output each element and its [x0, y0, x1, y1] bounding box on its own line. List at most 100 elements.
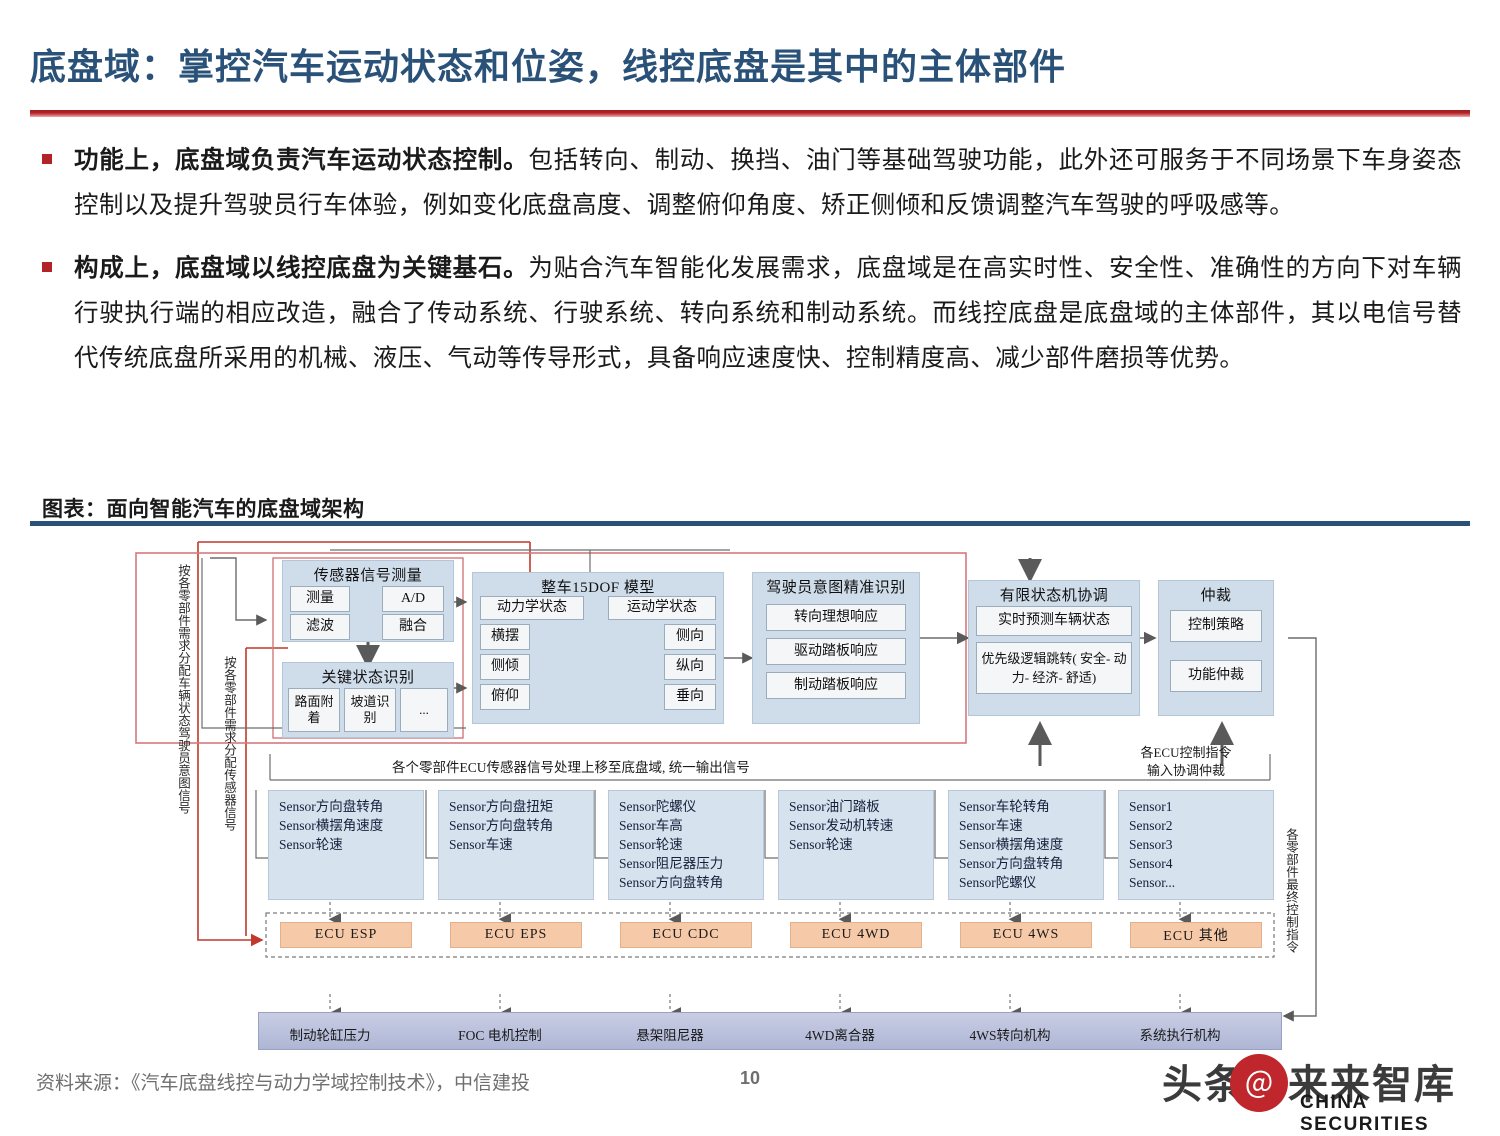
cell-fusion: 融合: [382, 614, 444, 640]
panel-title: 有限状态机协调: [999, 588, 1109, 604]
right-note-line2: 输入协调仲裁: [1146, 763, 1225, 778]
page-number: 10: [739, 1068, 761, 1088]
cell-brake-pedal-response: 制动踏板响应: [766, 672, 906, 699]
sensor-item: Sensor车速: [959, 818, 1023, 833]
cell-slope-recognition: 坡道识别: [344, 688, 396, 732]
sensor-item: Sensor...: [1129, 875, 1176, 890]
sensor-item: Sensor轮速: [789, 837, 853, 852]
panel-title: 整车15DOF 模型: [541, 580, 655, 596]
bullet-lead: 功能上，底盘域负责汽车运动状态控制。: [74, 147, 529, 174]
list-item: 功能上，底盘域负责汽车运动状态控制。包括转向、制动、换挡、油门等基础驾驶功能，此…: [42, 138, 1462, 228]
sensor-column-4wd: Sensor油门踏板 Sensor发动机转速 Sensor轮速: [778, 790, 934, 900]
bullet-marker-icon: [42, 262, 52, 272]
panel-title: 传感器信号测量: [313, 568, 423, 584]
bullet-lead: 构成上，底盘域以线控底盘为关键基石。: [74, 255, 529, 282]
list-item: 构成上，底盘域以线控底盘为关键基石。为贴合汽车智能化发展需求，底盘域是在高实时性…: [42, 246, 1462, 381]
ecu-4ws: ECU 4WS: [960, 922, 1092, 948]
sensor-item: Sensor方向盘转角: [279, 799, 384, 814]
sensor-item: Sensor车速: [449, 837, 513, 852]
cell-control-strategy: 控制策略: [1170, 610, 1262, 642]
cell-road-adhesion: 路面附着: [288, 688, 340, 732]
cell-steering-ideal-response: 转向理想响应: [766, 604, 906, 631]
ecu-eps: ECU EPS: [450, 922, 582, 948]
sensor-item: Sensor横摆角速度: [279, 818, 384, 833]
bullet-paragraph: 构成上，底盘域以线控底盘为关键基石。为贴合汽车智能化发展需求，底盘域是在高实时性…: [74, 246, 1462, 381]
sensor-item: Sensor陀螺仪: [619, 799, 697, 814]
bullet-paragraph: 功能上，底盘域负责汽车运动状态控制。包括转向、制动、换挡、油门等基础驾驶功能，此…: [74, 138, 1462, 228]
panel-title: 关键状态识别: [321, 670, 415, 686]
sensor-item: Sensor4: [1129, 856, 1173, 871]
sensor-item: Sensor方向盘转角: [449, 818, 554, 833]
actuator-suspension-damper: 悬架阻尼器: [636, 1028, 704, 1043]
cell-longitudinal: 纵向: [664, 654, 716, 680]
sensor-item: Sensor油门踏板: [789, 799, 880, 814]
header-kinematics-state: 运动学状态: [608, 596, 716, 620]
sensor-item: Sensor发动机转速: [789, 818, 894, 833]
bullet-list: 功能上，底盘域负责汽车运动状态控制。包括转向、制动、换挡、油门等基础驾驶功能，此…: [42, 138, 1462, 399]
actuator-system-executor: 系统执行机构: [1139, 1028, 1221, 1043]
cell-function-arbitration: 功能仲裁: [1170, 660, 1262, 692]
cell-priority-logic-jump: 优先级逻辑跳转( 安全- 动力- 经济- 舒适): [976, 642, 1132, 694]
bullet-rest: 包括转向、制动、换挡、油门等基础驾驶功能，此外还可服务于不同场景下车身姿态控制以…: [74, 147, 1463, 219]
watermark: 头条＠来来智库 ＠ CHINA SECURITIES: [1152, 1046, 1482, 1135]
sensor-column-4ws: Sensor车轮转角 Sensor车速 Sensor横摆角速度 Sensor方向…: [948, 790, 1104, 900]
bullet-rest: 为贴合汽车智能化发展需求，底盘域是在高实时性、安全性、准确性的方向下对车辆行驶执…: [74, 255, 1463, 372]
panel-title: 仲裁: [1200, 588, 1232, 604]
sensor-item: Sensor轮速: [279, 837, 343, 852]
sensor-item: Sensor阻尼器压力: [619, 856, 724, 871]
sensor-item: Sensor方向盘扭矩: [449, 799, 554, 814]
middle-note: 各个零部件ECU传感器信号处理上移至底盘域, 统一输出信号: [392, 760, 750, 775]
ecu-cdc: ECU CDC: [620, 922, 752, 948]
seal-icon: ＠: [1230, 1054, 1288, 1112]
sensor-column-other: Sensor1 Sensor2 Sensor3 Sensor4 Sensor..…: [1118, 790, 1274, 900]
actuator-4wd-clutch: 4WD离合器: [805, 1028, 875, 1043]
watermark-en-text: CHINA SECURITIES: [1300, 1092, 1430, 1135]
cell-lateral: 侧向: [664, 624, 716, 650]
actuator-brake-pressure: 制动轮缸压力: [289, 1028, 371, 1043]
cell-drive-pedal-response: 驱动踏板响应: [766, 638, 906, 665]
figure-divider: [30, 521, 1470, 526]
sensor-item: Sensor横摆角速度: [959, 837, 1064, 852]
actuator-bar: [258, 1012, 1282, 1050]
header-dynamics-state: 动力学状态: [480, 596, 584, 620]
page-title: 底盘域：掌控汽车运动状态和位姿，线控底盘是其中的主体部件: [30, 47, 1067, 87]
actuator-4ws-steering: 4WS转向机构: [969, 1028, 1051, 1043]
arbitration-panel: 仲裁: [1158, 580, 1274, 716]
chassis-domain-architecture-diagram: 按各零部件需求分配车辆状态驾驶员意图信号 按各零部件需求分配传感器信号 各零部件…: [30, 528, 1470, 1050]
cell-pitch: 俯仰: [480, 684, 530, 710]
vertical-label-outer: 按各零部件需求分配车辆状态驾驶员意图信号: [176, 564, 190, 814]
figure-caption: 图表：面向智能汽车的底盘域架构: [42, 497, 365, 521]
sensor-column-cdc: Sensor陀螺仪 Sensor车高 Sensor轮速 Sensor阻尼器压力 …: [608, 790, 764, 900]
panel-title: 驾驶员意图精准识别: [766, 580, 906, 596]
cell-realtime-vehicle-state: 实时预测车辆状态: [976, 606, 1132, 636]
cell-ad: A/D: [382, 586, 444, 612]
cell-measure: 测量: [290, 586, 350, 612]
sensor-item: Sensor3: [1129, 837, 1173, 852]
right-note: 各ECU控制指令 输入协调仲裁: [1106, 744, 1266, 780]
sensor-item: Sensor车高: [619, 818, 683, 833]
cell-more: ...: [400, 688, 448, 732]
watermark-cn-text: 头条＠来来智库: [1162, 1062, 1456, 1107]
sensor-column-esp: Sensor方向盘转角 Sensor横摆角速度 Sensor轮速: [268, 790, 424, 900]
title-divider: [30, 110, 1470, 117]
vertical-label-right: 各零部件最终控制指令: [1284, 828, 1298, 953]
sensor-item: Sensor车轮转角: [959, 799, 1050, 814]
cell-vertical: 垂向: [664, 684, 716, 710]
cell-roll: 侧倾: [480, 654, 530, 680]
ecu-4wd: ECU 4WD: [790, 922, 922, 948]
bullet-marker-icon: [42, 154, 52, 164]
sensor-item: Sensor轮速: [619, 837, 683, 852]
ecu-other: ECU 其他: [1130, 922, 1262, 948]
sensor-item: Sensor1: [1129, 799, 1173, 814]
sensor-item: Sensor方向盘转角: [959, 856, 1064, 871]
source-note: 资料来源：《汽车底盘线控与动力学域控制技术》，中信建投: [36, 1073, 531, 1094]
actuator-foc-motor-control: FOC 电机控制: [458, 1028, 542, 1043]
sensor-item: Sensor方向盘转角: [619, 875, 724, 890]
right-note-line1: 各ECU控制指令: [1140, 745, 1232, 760]
vertical-label-inner: 按各零部件需求分配传感器信号: [222, 656, 236, 831]
sensor-item: Sensor陀螺仪: [959, 875, 1037, 890]
cell-filter: 滤波: [290, 614, 350, 640]
sensor-item: Sensor2: [1129, 818, 1173, 833]
cell-yaw: 横摆: [480, 624, 530, 650]
ecu-esp: ECU ESP: [280, 922, 412, 948]
